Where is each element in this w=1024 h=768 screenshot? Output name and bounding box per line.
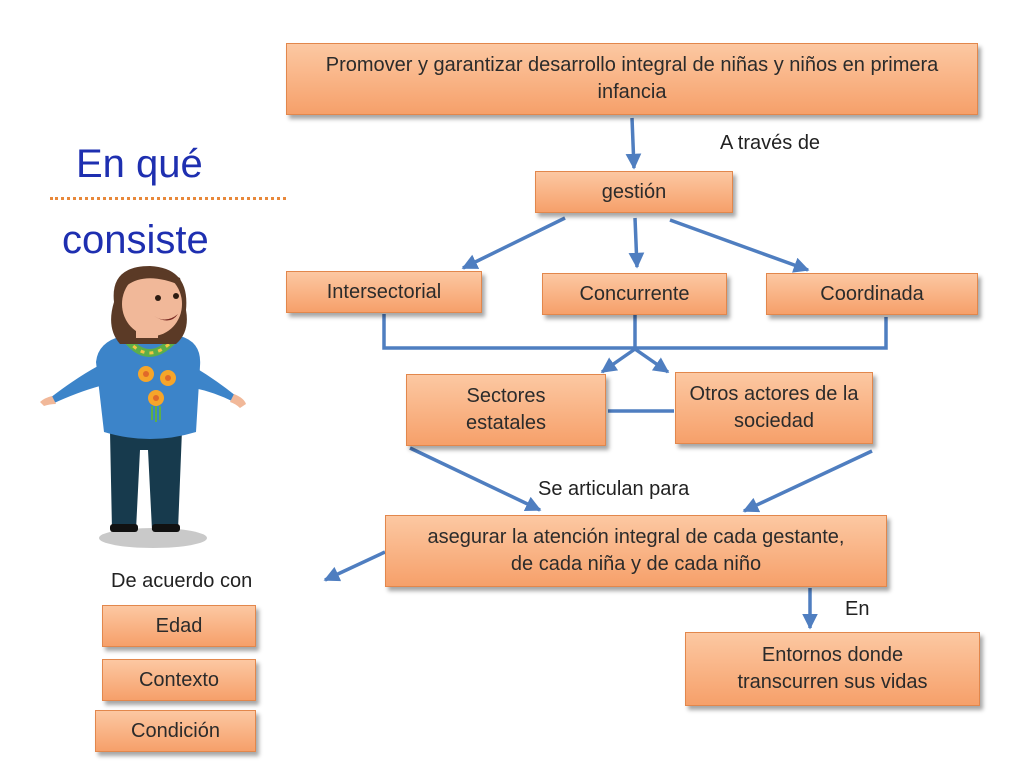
node-condicion: Condición [95,710,256,752]
label-de-acuerdo-con: De acuerdo con [111,570,253,592]
label-en: En [845,598,870,620]
node-coordinada: Coordinada [766,273,978,315]
arrow-gestion-to-coordinada [669,218,810,273]
node-sectores-estatales: Sectores estatales [406,374,606,446]
arrow-gestion-to-concurrente [628,217,645,269]
node-contexto: Contexto [102,659,256,701]
arrow-to-otros [633,347,670,374]
node-goal: Promover y garantizar desarrollo integra… [286,43,978,115]
arrow-asegurar-to-criteria [323,550,386,582]
node-gestion: gestión [535,171,733,213]
woman-illustration [40,266,246,548]
node-concurrente: Concurrente [542,273,727,315]
label-se-articulan-para: Se articulan para [538,478,690,500]
title-line-1: En qué [76,142,203,186]
node-entornos: Entornos donde transcurren sus vidas [685,632,980,706]
arrow-to-sectores [600,347,637,374]
dotted-divider [50,197,286,200]
node-intersectorial: Intersectorial [286,271,482,313]
node-edad: Edad [102,605,256,647]
arrow-sectores-to-asegurar [409,446,542,512]
node-asegurar-atencion: asegurar la atención integral de cada ge… [385,515,887,587]
title-line-2: consiste [62,218,209,262]
arrow-gestion-to-intersectorial [461,216,566,270]
arrow-goal-to-gestion [625,117,642,170]
arrow-otros-to-asegurar [742,449,873,513]
label-a-traves-de: A través de [720,132,821,154]
node-otros-actores: Otros actores de la sociedad [675,372,873,444]
